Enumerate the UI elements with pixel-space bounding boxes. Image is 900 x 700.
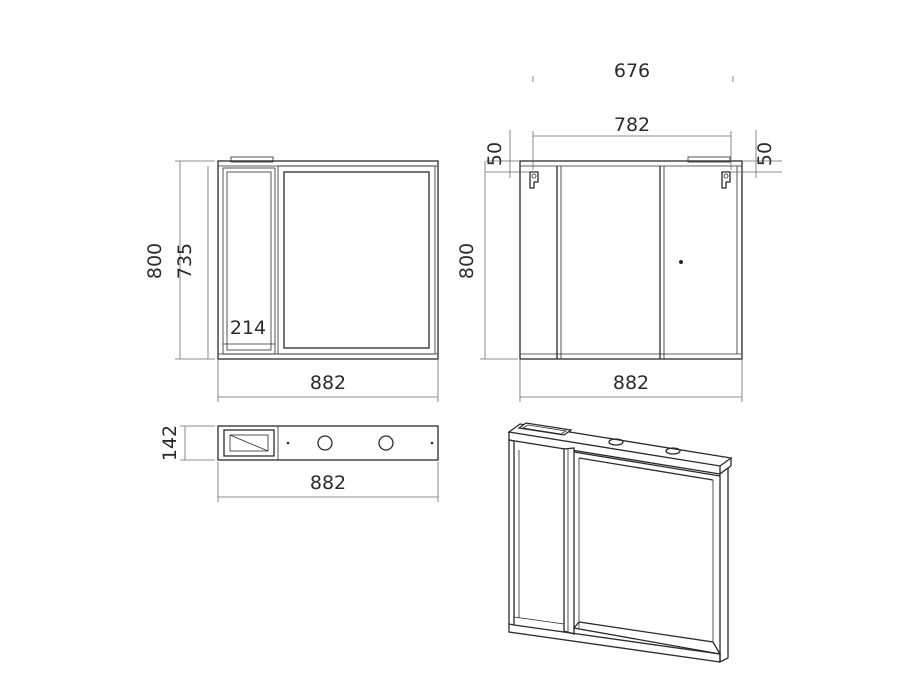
isometric-view [507,422,733,664]
front-shelf-width-label: 214 [230,317,266,339]
front-mirror-door [277,165,436,355]
top-light-unit [223,429,275,457]
right-hanger-icon [721,171,731,189]
top-view: 142 882 [159,425,439,502]
top-cabinet-outline [217,425,439,461]
top-width-label: 882 [310,472,346,494]
iso-right-side [719,466,729,664]
iso-left-side [508,439,515,626]
back-width-label: 882 [613,372,649,394]
left-hanger-icon [529,171,539,189]
iso-hole-left [608,438,624,446]
back-top-light [687,156,731,163]
iso-bottom-shelf [572,621,722,655]
front-view: 800 735 214 882 [144,156,439,402]
front-top-light [230,156,274,163]
iso-partition [563,447,575,635]
front-height-inner-label: 735 [174,243,196,279]
back-right-offset-label: 50 [754,142,776,166]
front-height-total-label: 800 [144,243,166,279]
back-left-offset-label: 50 [484,142,506,166]
back-view: 676 782 50 50 800 882 [456,60,782,402]
back-height-label: 800 [456,243,478,279]
top-depth-label: 142 [159,425,181,461]
back-cabinet-outline [519,160,743,360]
back-top-span-label: 676 [614,60,650,82]
front-cabinet-outline [217,160,439,360]
iso-hole-right [665,447,681,455]
front-width-label: 882 [310,372,346,394]
back-mount-span-label: 782 [614,114,650,136]
top-hole-right [378,435,394,451]
handle-dot [679,260,683,264]
top-hole-left [317,435,333,451]
